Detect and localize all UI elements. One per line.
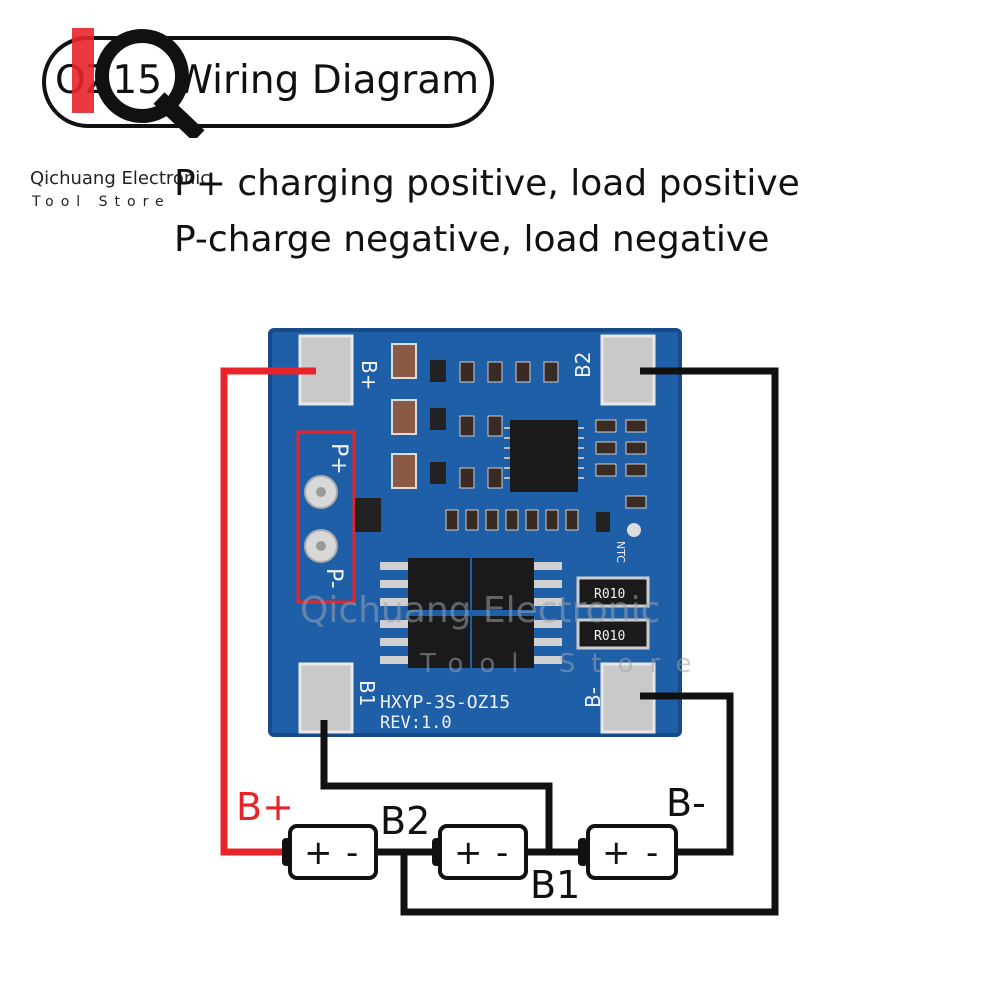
- brand-logo: [72, 28, 205, 138]
- watermark-subtitle: Tool Store: [419, 649, 708, 679]
- brand-name: Qichuang Electronic: [30, 168, 211, 189]
- battery-1-plus: +: [304, 833, 333, 873]
- mosfet: [408, 558, 534, 668]
- ntc-pad: [627, 523, 641, 537]
- p-minus-label: P-: [321, 568, 346, 589]
- description-line-2: P-charge negative, load negative: [174, 219, 770, 260]
- battery-cell-3: + -: [578, 824, 678, 880]
- pad-label-b2: B2: [571, 352, 595, 378]
- battery-1-minus: -: [346, 833, 358, 873]
- battery-2-minus: -: [496, 833, 508, 873]
- p-terminal-highlight: [296, 430, 356, 604]
- wire-label-b1: B1: [530, 863, 580, 907]
- description-line-1: P+ charging positive, load positive: [174, 163, 800, 204]
- protection-ic: [510, 420, 578, 492]
- sense-resistor: [576, 618, 650, 650]
- capacitor: [391, 453, 417, 489]
- pad-label-b1: B1: [355, 680, 379, 706]
- battery-3-plus: +: [602, 833, 631, 873]
- wire-label-b-plus: B+: [236, 785, 294, 829]
- ntc-label: NTC: [614, 541, 627, 563]
- board-revision: REV:1.0: [380, 713, 452, 733]
- resistor-1-label: R010: [594, 587, 625, 602]
- wire-b-plus-red: [220, 367, 316, 856]
- title-pill: [42, 36, 494, 128]
- wire-label-b-minus: B-: [666, 781, 706, 825]
- watermark: Qichuang Electronic: [300, 590, 660, 631]
- pad-label-b-minus: B-: [581, 687, 605, 708]
- transistor: [430, 408, 446, 430]
- battery-cell-1: + -: [282, 824, 378, 880]
- battery-cell-2: + -: [432, 824, 528, 880]
- capacitor: [391, 343, 417, 379]
- board-model: HXYP-3S-OZ15: [380, 692, 510, 713]
- battery-2-plus: +: [454, 833, 483, 873]
- wire-label-b2: B2: [380, 799, 430, 843]
- sense-resistor: [576, 576, 650, 608]
- brand-subtitle: Tool Store: [32, 194, 171, 210]
- wire-b-minus-black: [640, 692, 734, 856]
- resistor-2-label: R010: [594, 629, 625, 644]
- page-title: OZ15 Wiring Diagram: [55, 58, 480, 103]
- transistor: [355, 498, 381, 532]
- transistor: [430, 360, 446, 382]
- pad-label-b-plus: B+: [357, 360, 381, 390]
- transistor: [430, 462, 446, 484]
- capacitor: [391, 399, 417, 435]
- transistor: [596, 512, 610, 532]
- p-plus-label: P+: [326, 443, 351, 475]
- battery-3-minus: -: [646, 833, 658, 873]
